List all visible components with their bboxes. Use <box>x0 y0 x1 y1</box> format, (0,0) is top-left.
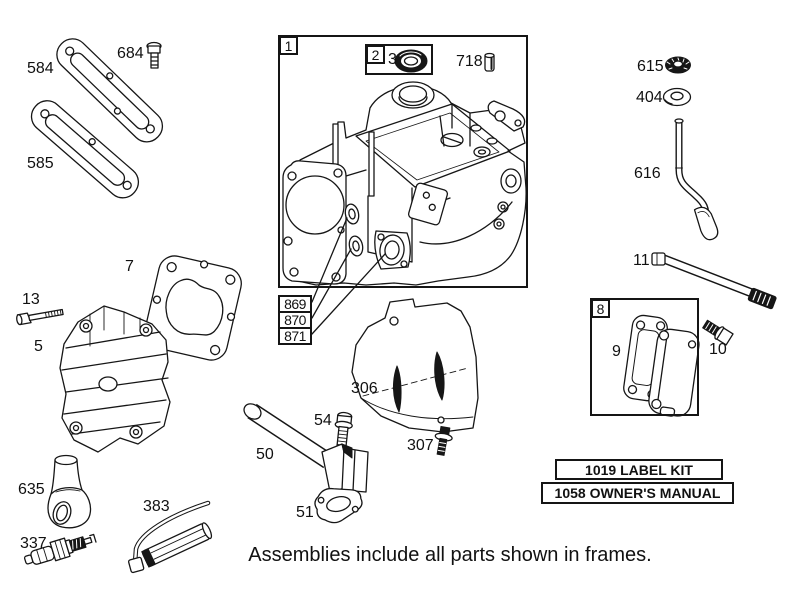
part-13-bolt <box>16 308 64 326</box>
part-label-337: 337 <box>20 535 47 552</box>
label-kit-text: 1019 LABEL KIT <box>585 461 693 478</box>
part-label-307: 307 <box>407 437 434 454</box>
part-307-screw <box>434 425 453 456</box>
part-404-washer <box>662 87 692 107</box>
part-label-50: 50 <box>256 446 274 463</box>
part-616-rod <box>674 118 719 241</box>
owners-manual-text: 1058 OWNER'S MANUAL <box>554 485 721 501</box>
part-label-306: 306 <box>351 380 378 397</box>
frame-8-number: 8 <box>591 299 610 318</box>
part-11-dipstick-tube <box>651 252 777 310</box>
part-label-54: 54 <box>314 412 332 429</box>
part-51-exhaust-gasket <box>314 487 363 524</box>
part-label-5: 5 <box>34 338 43 355</box>
part-label-584: 584 <box>27 60 54 77</box>
part-585-gasket <box>30 100 140 199</box>
owners-manual-box: 1058 OWNER'S MANUAL <box>541 482 734 504</box>
label-kit-box: 1019 LABEL KIT <box>555 459 723 480</box>
part-3-oil-seal <box>394 49 428 73</box>
callout-box-871: 871 <box>278 327 312 345</box>
frame-8 <box>590 298 699 416</box>
part-306-heat-shield <box>351 298 479 433</box>
part-label-9: 9 <box>612 343 621 360</box>
part-label-11: 11 <box>633 252 650 269</box>
frame-2-number: 2 <box>366 45 385 64</box>
frame-1-number: 1 <box>279 36 298 55</box>
part-10-screw <box>702 319 734 346</box>
part-584-gasket <box>56 38 164 143</box>
frame-1 <box>278 35 528 288</box>
part-635-spark-plug-boot <box>47 454 92 529</box>
part-718-pin <box>484 52 495 72</box>
part-50-exhaust-pipe <box>243 403 369 493</box>
part-label-51: 51 <box>296 504 314 521</box>
part-label-7: 7 <box>125 258 134 275</box>
part-337-spark-plug <box>23 533 97 565</box>
part-label-616: 616 <box>634 165 661 182</box>
part-label-684: 684 <box>117 45 144 62</box>
part-label-383: 383 <box>143 498 170 515</box>
part-label-615: 615 <box>637 58 664 75</box>
part-label-3: 3 <box>388 51 397 68</box>
part-383-spark-plug-wrench <box>128 500 213 574</box>
part-label-10: 10 <box>709 341 727 358</box>
part-label-635: 635 <box>18 481 45 498</box>
part-label-718: 718 <box>456 53 483 70</box>
engine-cylinder-assembly <box>282 81 527 286</box>
part-label-585: 585 <box>27 155 54 172</box>
part-label-404: 404 <box>636 89 663 106</box>
part-615-nut <box>665 56 691 74</box>
part-5-cylinder-head <box>59 305 171 453</box>
leader-lines-869-871 <box>311 217 386 335</box>
frames-note-caption: Assemblies include all parts shown in fr… <box>248 544 652 566</box>
part-9-breather-assembly <box>623 314 700 417</box>
part-684-bolt <box>146 41 162 69</box>
part-label-13: 13 <box>22 291 40 308</box>
